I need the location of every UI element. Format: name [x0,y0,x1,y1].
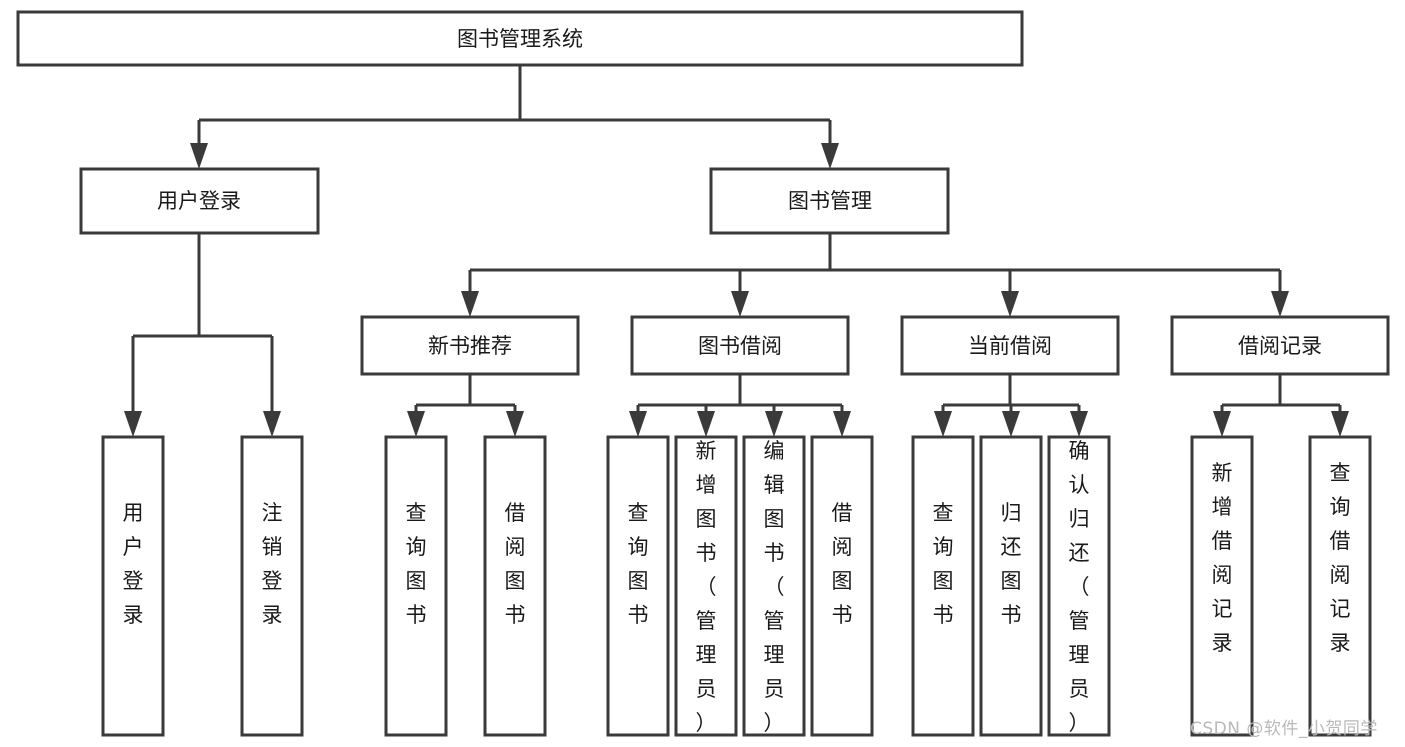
arrow-head-to-leaf-borrow-book-a [506,411,524,437]
node-user-login[interactable]: 用户登录 [79,167,320,235]
leaf-logout-label: 注销登录 [262,501,283,627]
connector-group-user-login [124,233,281,437]
node-current-borrow-box[interactable] [900,315,1120,376]
leaf-confirm-return-box[interactable] [1047,435,1111,737]
leaf-confirm-return[interactable]: 确认归还（管理员） [1047,435,1111,737]
connector-new-book-rec-to-leaves [414,374,517,420]
connector-book-borrow-to-leaves [636,374,844,420]
leaf-query-book-a[interactable]: 查询图书 [384,435,448,737]
node-current-borrow[interactable]: 当前借阅 [900,315,1120,376]
node-new-book-recommend[interactable]: 新书推荐 [360,315,580,376]
connector-group-borrow-record [1213,374,1349,437]
node-borrow-record-box[interactable] [1170,315,1390,376]
arrow-head-to-leaf-add-record [1213,411,1231,437]
leaf-query-book-a-box[interactable] [384,435,448,737]
connector-root-to-level2 [197,65,832,152]
leaf-add-book-label: 新增图书（管理员） [696,439,717,735]
arrow-head-to-new-book-rec [461,291,479,317]
node-user-login-box[interactable] [79,167,320,235]
node-new-book-recommend-label: 新书推荐 [428,334,512,358]
leaf-logout-box[interactable] [240,435,304,737]
arrow-head-to-leaf-query-record [1331,411,1349,437]
leaf-user-login-label: 用户登录 [123,501,144,627]
arrow-head-to-leaf-user-login [124,411,142,437]
leaf-query-book-b[interactable]: 查询图书 [606,435,670,737]
leaf-user-login-box[interactable] [101,435,165,737]
leaf-add-record[interactable]: 新增借阅记录 [1190,435,1254,737]
arrow-head-to-leaf-query-book-c [934,411,952,437]
node-borrow-record-label: 借阅记录 [1238,334,1322,358]
connector-group-book-manage [461,233,1289,317]
node-new-book-recommend-box[interactable] [360,315,580,376]
connector-book-manage-to-level3 [468,233,1282,300]
node-book-borrow-label: 图书借阅 [698,334,782,358]
leaf-logout[interactable]: 注销登录 [240,435,304,737]
connector-group-root [190,65,839,169]
node-user-login-label: 用户登录 [157,189,241,213]
leaf-edit-book-box[interactable] [742,435,806,737]
leaf-borrow-book-a-box[interactable] [483,435,547,737]
leaf-return-book[interactable]: 归还图书 [979,435,1043,737]
leaf-query-book-b-label: 查询图书 [628,501,649,627]
csdn-watermark: CSDN @软件_小贺同学 [1190,719,1378,739]
arrow-head-to-leaf-query-book-b [629,411,647,437]
node-current-borrow-label: 当前借阅 [968,334,1052,358]
arrow-head-to-book-borrow [731,291,749,317]
leaf-borrow-book-b[interactable]: 借阅图书 [810,435,874,737]
leaf-add-record-label: 新增借阅记录 [1212,461,1233,655]
arrow-head-to-leaf-borrow-book-b [833,411,851,437]
arrow-head-to-current-borrow [1001,291,1019,317]
node-borrow-record[interactable]: 借阅记录 [1170,315,1390,376]
leaf-borrow-book-b-label: 借阅图书 [832,501,853,627]
leaf-user-login[interactable]: 用户登录 [101,435,165,737]
leaf-edit-book-label: 编辑图书（管理员） [764,439,785,735]
connector-borrow-record-to-leaves [1220,374,1342,420]
node-book-manage-box[interactable] [709,167,950,235]
leaf-query-record-box[interactable] [1308,435,1372,737]
node-book-borrow[interactable]: 图书借阅 [630,315,850,376]
arrow-head-to-user-login [190,143,208,169]
leaf-query-book-b-box[interactable] [606,435,670,737]
arrow-head-to-leaf-add-book [697,411,715,437]
leaf-borrow-book-a[interactable]: 借阅图书 [483,435,547,737]
node-book-manage-label: 图书管理 [788,189,872,213]
arrow-head-to-leaf-query-book-a [407,411,425,437]
arrow-head-to-leaf-confirm-return [1070,411,1088,437]
leaf-return-book-box[interactable] [979,435,1043,737]
arrow-head-to-leaf-return-book [1002,411,1020,437]
connector-group-book-borrow [629,374,851,437]
arrow-head-to-leaf-logout [263,411,281,437]
node-root-box[interactable] [16,10,1024,67]
connector-user-login-to-leaves [131,233,274,420]
node-root-label: 图书管理系统 [457,27,583,51]
leaf-query-book-c-box[interactable] [911,435,975,737]
leaf-query-book-c-label: 查询图书 [933,501,954,627]
arrow-head-to-borrow-record [1271,291,1289,317]
leaf-add-book[interactable]: 新增图书（管理员） [674,435,738,737]
leaf-query-record-label: 查询借阅记录 [1330,461,1351,655]
leaf-confirm-return-label: 确认归还（管理员） [1069,439,1090,735]
leaf-add-book-box[interactable] [674,435,738,737]
leaf-edit-book[interactable]: 编辑图书（管理员） [742,435,806,737]
connector-group-new-book-rec [407,374,524,437]
arrow-head-to-book-manage [821,143,839,169]
leaf-query-book-a-label: 查询图书 [406,501,427,627]
leaf-add-record-box[interactable] [1190,435,1254,737]
node-root[interactable]: 图书管理系统 [16,10,1024,67]
leaf-borrow-book-b-box[interactable] [810,435,874,737]
arrow-head-to-leaf-edit-book [765,411,783,437]
leaf-query-book-c[interactable]: 查询图书 [911,435,975,737]
leaf-query-record[interactable]: 查询借阅记录 [1308,435,1372,737]
leaf-return-book-label: 归还图书 [1001,501,1022,627]
node-book-borrow-box[interactable] [630,315,850,376]
leaf-borrow-book-a-label: 借阅图书 [505,501,526,627]
node-book-manage[interactable]: 图书管理 [709,167,950,235]
connector-group-current-borrow [934,374,1088,437]
